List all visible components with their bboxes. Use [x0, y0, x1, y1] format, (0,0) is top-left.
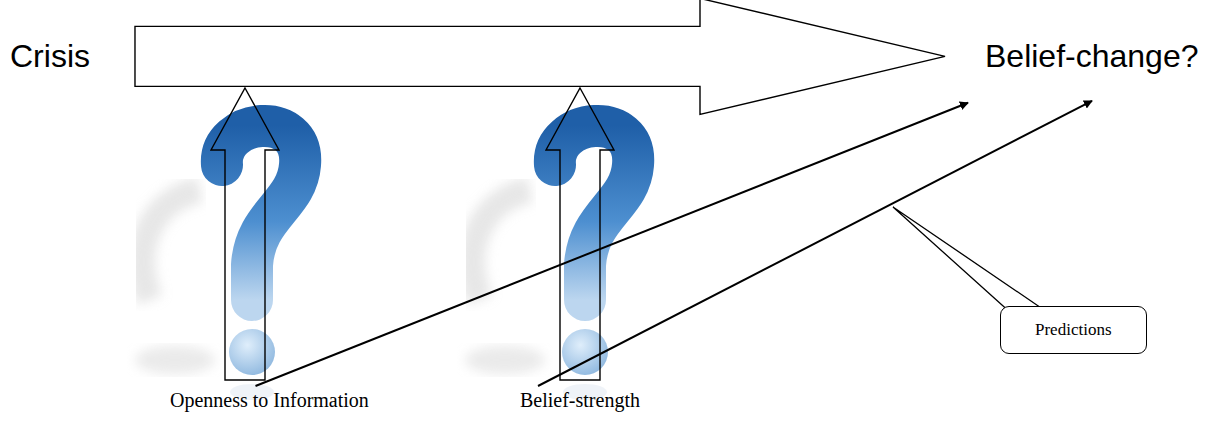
- factor-label: Openness to Information: [170, 388, 369, 412]
- block-arrow: [135, 0, 945, 114]
- node-text: Predictions: [1035, 320, 1112, 340]
- node-text: Belief-strength: [520, 388, 640, 412]
- callout-box: Predictions: [1000, 306, 1147, 354]
- plain-text-node: Belief-change?: [985, 38, 1198, 75]
- node-text: Crisis: [10, 38, 90, 75]
- hollow-up-arrow: [211, 88, 279, 380]
- question-mark-2: [465, 126, 633, 400]
- callout-tail: [893, 207, 1050, 314]
- node-text: Openness to Information: [170, 388, 369, 412]
- question-mark-1: [135, 126, 300, 400]
- arrow-line: [256, 103, 968, 386]
- plain-text-node: Crisis: [10, 38, 90, 75]
- node-text: Belief-change?: [985, 38, 1198, 75]
- hollow-up-arrow: [546, 88, 614, 380]
- factor-label: Belief-strength: [520, 388, 640, 412]
